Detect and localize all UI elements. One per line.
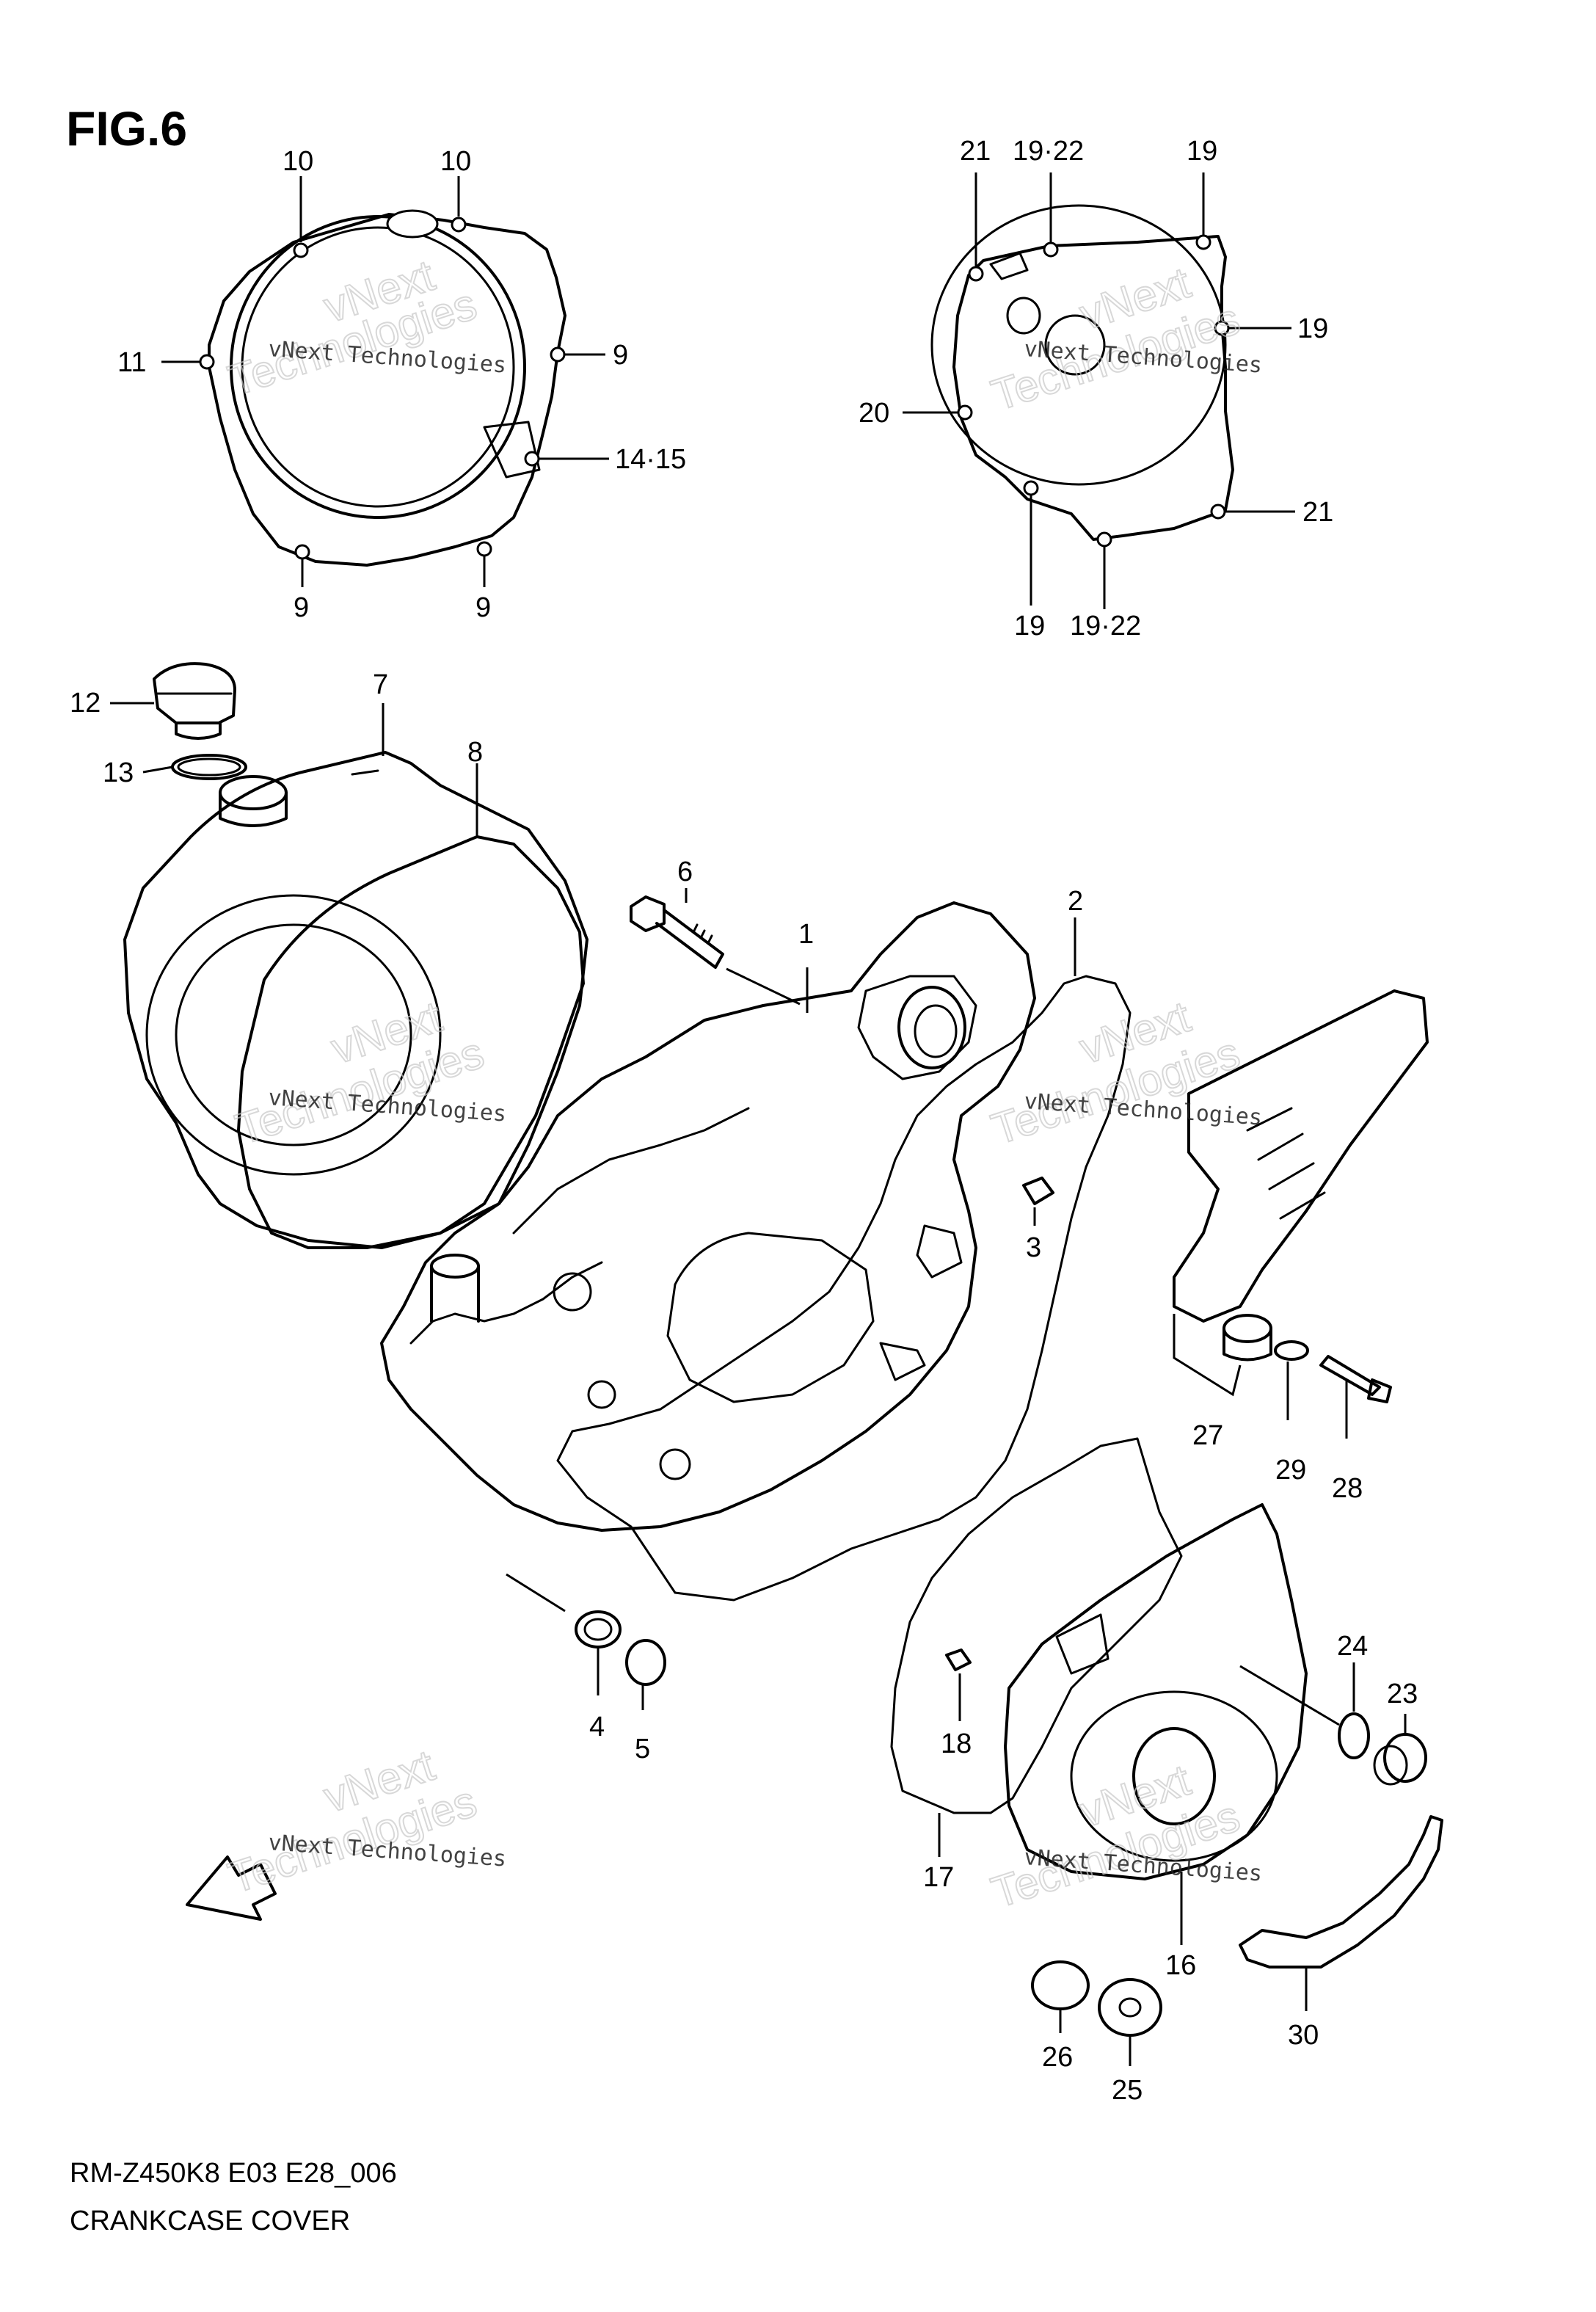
callout-1: 1 [798,919,814,950]
callout-13: 13 [103,757,134,788]
callout-labels: 10 10 11 9 14·15 9 9 21 19·22 19 19 20 2… [70,136,1418,2106]
diagram-name: CRANKCASE COVER [70,2206,350,2236]
oil-seal-4 [506,1573,622,1695]
o-ring-13 [142,754,247,780]
callout-19-22: 19·22 [1070,611,1141,641]
callout-6: 6 [677,857,693,887]
callout-12: 12 [70,688,101,719]
bracket-30 [1239,1815,1443,2011]
clutch-outer-cover [161,176,609,587]
dowel-pin-18 [945,1648,972,1721]
callout-17: 17 [923,1862,954,1893]
circlip-5 [625,1639,666,1710]
callout-3: 3 [1026,1232,1041,1263]
callout-5: 5 [635,1734,650,1764]
callout-4: 4 [589,1712,605,1742]
callout-28: 28 [1332,1473,1363,1504]
callout-10: 10 [440,146,471,177]
callout-21: 21 [960,136,991,167]
callout-10: 10 [283,146,313,177]
callout-14-15: 14·15 [615,444,686,475]
callout-9: 9 [294,592,309,623]
callout-20: 20 [859,398,889,429]
callout-8: 8 [467,737,483,768]
callout-24: 24 [1337,1631,1368,1662]
callout-19: 19 [1014,611,1045,641]
callout-19-22: 19·22 [1013,136,1084,167]
figure-title: FIG.6 [66,101,187,156]
callout-27: 27 [1192,1420,1223,1451]
callout-19: 19 [1187,136,1217,167]
clutch-cover-7 [123,703,589,1249]
callout-9: 9 [475,592,491,623]
oil-filler-cap [110,662,236,740]
crankcase-1 [380,901,1036,1532]
plug-23 [1373,1714,1427,1786]
o-ring-24 [1239,1662,1370,1759]
o-ring-26 [1031,1960,1090,2033]
plug-25 [1098,1978,1162,2066]
callout-18: 18 [941,1728,972,1759]
sprocket-guard [1173,989,1429,1439]
watermarks: vNext Technologies vNext Technologies vN… [222,250,1263,1918]
dowel-pin-3 [1022,1177,1054,1226]
callout-16: 16 [1165,1950,1196,1981]
gasket-17 [890,1437,1183,1857]
callout-7: 7 [373,669,388,700]
gasket-2 [556,917,1132,1602]
callout-25: 25 [1112,2075,1143,2106]
diagram-code: RM-Z450K8 E03 E28_006 [70,2158,397,2189]
magneto-cover [903,172,1295,609]
callout-9: 9 [613,340,628,371]
magneto-cover-16 [1004,1503,1308,1945]
callout-2: 2 [1068,886,1083,917]
callout-21: 21 [1302,497,1333,528]
callout-19: 19 [1297,313,1328,344]
bolt-6 [630,888,724,969]
callout-30: 30 [1288,2020,1319,2051]
callout-26: 26 [1042,2042,1073,2073]
gasket-8 [237,763,585,1249]
callout-23: 23 [1387,1679,1418,1709]
callout-11: 11 [117,347,146,378]
callout-29: 29 [1275,1455,1306,1486]
